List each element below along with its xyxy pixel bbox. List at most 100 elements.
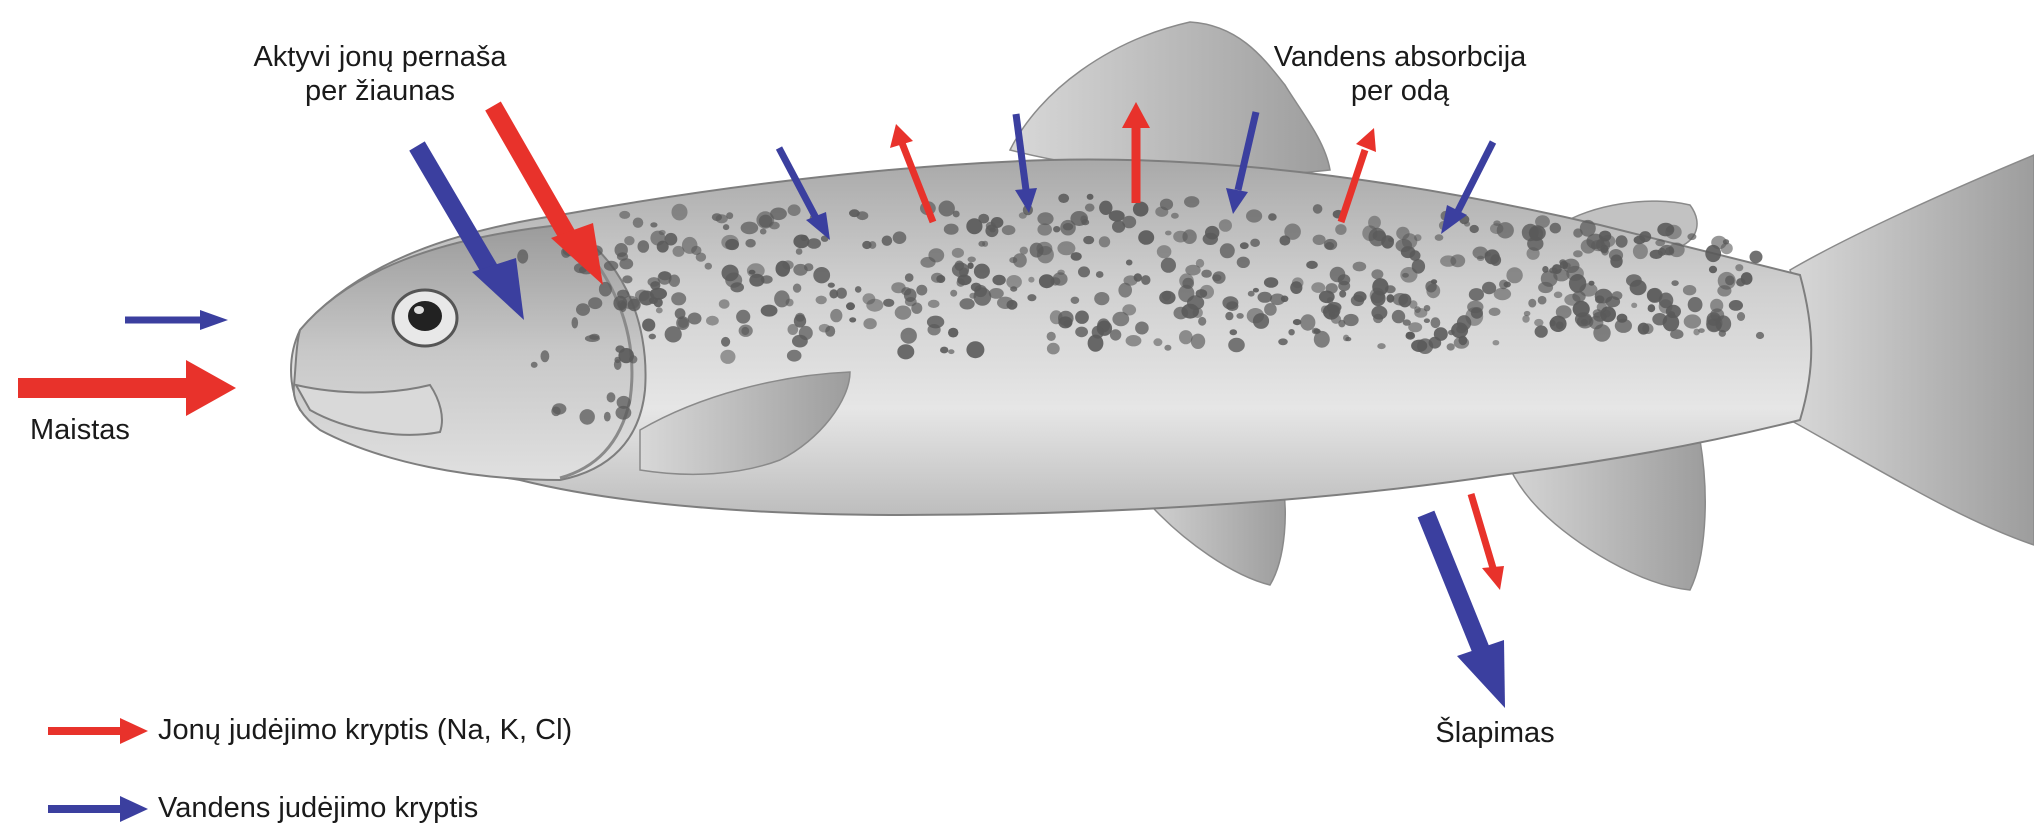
fish-spot <box>1092 326 1104 339</box>
fish-spot <box>1494 288 1511 300</box>
ion-arrow-skin-1-head <box>890 124 913 148</box>
fish-spot <box>1134 273 1142 282</box>
fish-spot <box>786 299 794 307</box>
fish-spot <box>928 300 940 308</box>
fish-spot <box>897 344 914 359</box>
fish-spot <box>618 348 634 363</box>
fish-spot <box>1203 233 1218 245</box>
water-arrow-urine-head <box>1457 640 1505 708</box>
fish-spot <box>1658 248 1666 256</box>
fish-spot <box>992 275 1005 286</box>
fish-spot <box>1196 289 1208 298</box>
fish-spot <box>1058 194 1069 203</box>
legend-ion-arrow-head <box>120 718 148 744</box>
fish-spot <box>739 325 753 337</box>
fish-spot <box>1683 285 1696 295</box>
label-gills-line2: per žiaunas <box>220 74 540 108</box>
fish-spot <box>1326 283 1338 294</box>
fish-spot <box>1373 314 1383 323</box>
fish-spot <box>622 275 632 283</box>
fish-spot <box>1335 224 1346 235</box>
fish-spot <box>830 309 842 322</box>
fish-spot <box>1426 284 1440 299</box>
fish-spot <box>1538 296 1547 305</box>
fish-spot <box>1313 204 1323 214</box>
fish-spot <box>1671 280 1678 286</box>
fish-spot <box>619 211 630 219</box>
fish-spot <box>1185 265 1200 276</box>
fish-spot <box>1253 313 1269 329</box>
fish-spot <box>1556 322 1564 330</box>
fish-spot <box>1688 297 1703 312</box>
fish-spot <box>1290 281 1302 294</box>
fish-spot <box>1338 281 1350 291</box>
fish-spot <box>1293 319 1301 325</box>
fish-spot <box>828 283 835 288</box>
fish-spot <box>866 299 883 312</box>
fish-spot <box>1191 334 1205 349</box>
fish-spot <box>650 222 657 227</box>
fish-spot <box>1053 226 1060 232</box>
fish-spot <box>816 296 827 305</box>
fish-spot <box>1534 319 1543 326</box>
fish-spot <box>1402 273 1409 278</box>
fish-spot <box>1212 274 1221 281</box>
fish-spot <box>1705 245 1721 262</box>
fish-spot <box>1566 266 1584 281</box>
label-skin: Vandens absorbcija per odą <box>1250 40 1550 108</box>
fish-eye-highlight <box>414 306 424 314</box>
fish-spot <box>676 316 689 330</box>
fish-spot <box>1173 231 1188 243</box>
fish-spot <box>1550 320 1556 326</box>
fish-spot <box>1736 278 1745 286</box>
fish-spot <box>1387 294 1395 302</box>
fish-spot <box>787 350 802 362</box>
fish-spot <box>1161 258 1176 273</box>
fish-spot <box>939 201 955 217</box>
fish-spot <box>741 222 759 235</box>
fish-spot <box>1482 282 1496 294</box>
fish-spot <box>1580 283 1598 296</box>
fish-spot <box>819 324 830 333</box>
fish-spot <box>1240 242 1249 249</box>
ion-arrow-food-head <box>186 360 236 416</box>
fish-spot <box>969 293 976 299</box>
fish-spot <box>1723 239 1729 244</box>
fish-spot <box>895 306 912 320</box>
fish-spot <box>1300 314 1315 330</box>
fish-spot <box>706 316 719 326</box>
fish-spot <box>745 239 755 248</box>
fish-spot <box>793 264 807 276</box>
fish-spot <box>1325 242 1334 249</box>
fish-spot <box>792 335 808 348</box>
fish-spot <box>725 273 742 288</box>
fish-spot <box>1485 249 1500 264</box>
fish-spot <box>1665 247 1674 256</box>
fish-spot <box>1281 296 1289 303</box>
fish-spot <box>968 257 976 263</box>
label-gills: Aktyvi jonų pernaša per žiaunas <box>220 40 540 108</box>
fish-spot <box>1226 301 1238 311</box>
fish-spot <box>1729 300 1743 311</box>
fish-spot <box>1237 257 1250 268</box>
fish-spot <box>928 324 941 335</box>
fish-spot <box>1313 235 1326 245</box>
fish-spot <box>616 406 632 420</box>
fish-spot <box>1013 253 1027 267</box>
label-gills-line1: Aktyvi jonų pernaša <box>220 40 540 74</box>
fish-spot <box>1133 202 1149 217</box>
fish-spot <box>1687 233 1696 240</box>
fish-spot <box>1268 213 1277 221</box>
fish-spot <box>1071 297 1080 304</box>
fish-spot <box>1499 280 1508 290</box>
fish-spot <box>982 241 988 247</box>
fish-spot <box>1313 329 1320 334</box>
fish-spot <box>1522 315 1529 323</box>
fish-spot <box>642 319 655 332</box>
fish-spot <box>726 212 733 219</box>
fish-spot <box>960 298 975 309</box>
fish-spot <box>1596 238 1610 252</box>
legend-ion-label: Jonų judėjimo kryptis (Na, K, Cl) <box>158 713 572 747</box>
fish-spot <box>1528 299 1536 308</box>
